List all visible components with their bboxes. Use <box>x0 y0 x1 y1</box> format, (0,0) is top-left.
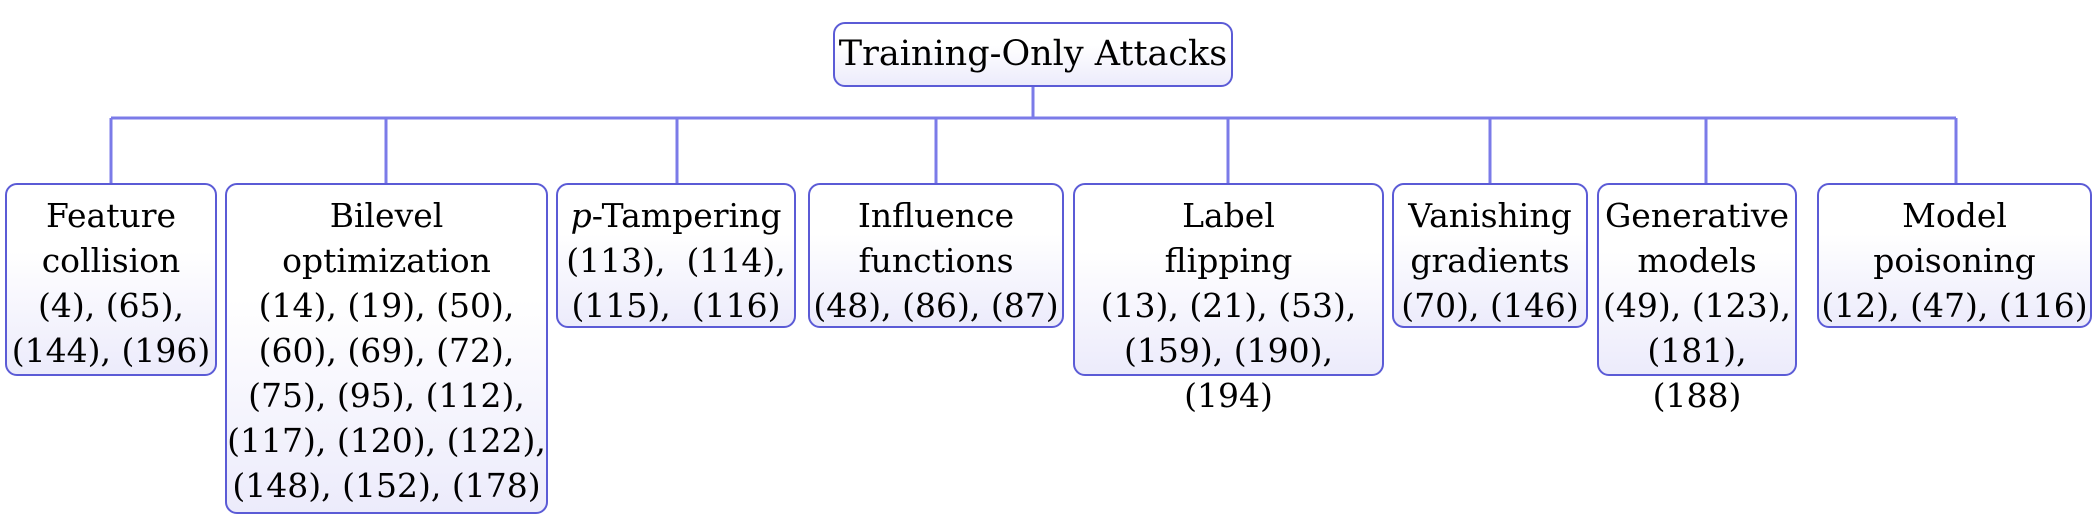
reference-line: (148), (152), (178) <box>232 466 541 505</box>
reference-line: (14), (19), (50), <box>258 286 515 325</box>
reference-line: (181), (188) <box>1647 331 1747 415</box>
category-title-line: Influence <box>857 196 1015 235</box>
reference-line: (49), (123), <box>1603 286 1791 325</box>
category-title-line: Bilevel <box>329 196 444 235</box>
category-title-line: models <box>1637 241 1757 280</box>
category-node-vanishing-gradients: Vanishing gradients (70), (146) <box>1392 183 1588 328</box>
italic-p: p <box>570 196 592 235</box>
reference-line: (159), (190), (194) <box>1124 331 1333 415</box>
reference-line: (75), (95), (112), <box>248 376 525 415</box>
category-node-bilevel-optimization: Bilevel optimization (14), (19), (50), (… <box>225 183 548 514</box>
reference-line: (13), (21), (53), <box>1100 286 1357 325</box>
category-node-influence-functions: Influence functions (48), (86), (87) <box>808 183 1064 328</box>
category-title-line: gradients <box>1410 241 1570 280</box>
category-title-line: functions <box>858 241 1014 280</box>
reference-line: (144), (196) <box>11 331 211 370</box>
category-title-line: Vanishing <box>1408 196 1572 235</box>
reference-line: (48), (86), (87) <box>813 286 1059 325</box>
category-node-generative-models: Generative models (49), (123), (181), (1… <box>1597 183 1797 415</box>
reference-line: (70), (146) <box>1401 286 1579 325</box>
category-node-label-flipping: Label flipping (13), (21), (53), (159), … <box>1073 183 1384 415</box>
reference-line: (60), (69), (72), <box>258 331 515 370</box>
reference-line: (12), (47), (116) <box>1821 286 2088 325</box>
category-title-line: poisoning <box>1873 241 2036 280</box>
reference-line: (113), (114), <box>566 241 786 280</box>
reference-line: (117), (120), (122), <box>227 421 546 460</box>
category-node-p-tampering: p-Tampering (113), (114), (115), (116) <box>556 183 796 328</box>
category-title-line: Generative <box>1604 196 1790 235</box>
category-node-feature-collision: Feature collision (4), (65), (144), (196… <box>5 183 217 376</box>
category-title-line: Label <box>1182 196 1275 235</box>
category-title-line: Feature <box>45 196 177 235</box>
root-node: Training-Only Attacks <box>833 22 1233 87</box>
category-node-model-poisoning: Model poisoning (12), (47), (116) <box>1817 183 2092 328</box>
category-title-line: Model <box>1902 196 2007 235</box>
category-title-line: p-Tampering <box>558 193 794 238</box>
category-title-line: flipping <box>1164 241 1293 280</box>
reference-line: (4), (65), <box>38 286 184 325</box>
category-title-line: optimization <box>282 241 491 280</box>
reference-line: (115), (116) <box>571 286 781 325</box>
category-title-line: collision <box>41 241 181 280</box>
title-rest: -Tampering <box>591 196 782 235</box>
root-label: Training-Only Attacks <box>838 34 1228 74</box>
